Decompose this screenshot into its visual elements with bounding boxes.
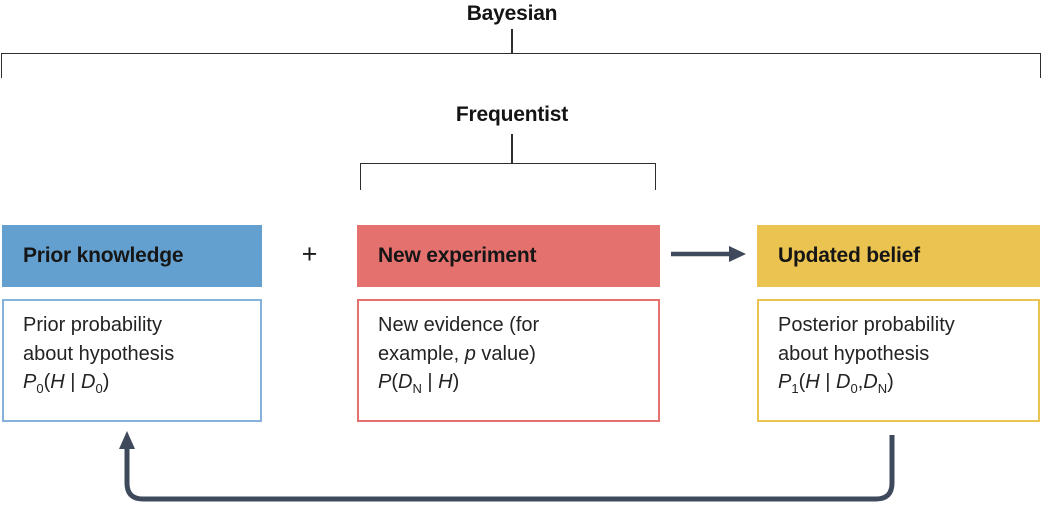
plus-sign: +: [301, 238, 318, 269]
posterior-probability-line1: Posterior probability: [778, 314, 955, 336]
frequentist-bracket: [360, 163, 656, 190]
prior-probability-line2: about hypothesis: [23, 342, 175, 365]
new-experiment-header-label: New experiment: [378, 244, 537, 267]
new-experiment-header-box: New experiment: [357, 225, 660, 287]
bayesian-bracket: [1, 53, 1041, 78]
posterior-probability-formula: P1(H | D0,DN): [778, 371, 894, 396]
updated-belief-header-label: Updated belief: [778, 244, 920, 267]
frequentist-label: Frequentist: [455, 103, 569, 126]
new-evidence-line1: New evidence (for: [378, 314, 540, 336]
updated-belief-header-box: Updated belief: [757, 225, 1040, 287]
posterior-probability-line2: about hypothesis: [778, 342, 930, 365]
new-evidence-box: New evidence (for example, p value) P(DN…: [357, 299, 660, 422]
prior-knowledge-header-label: Prior knowledge: [23, 244, 184, 267]
new-evidence-formula: P(DN | H): [378, 371, 460, 396]
flow-arrow-icon: [671, 246, 746, 262]
bayesian-stem-line: [511, 29, 513, 53]
new-evidence-line2: example, p value): [378, 342, 536, 365]
prior-knowledge-header-box: Prior knowledge: [2, 225, 262, 287]
feedback-arrow-icon: [119, 431, 895, 502]
prior-probability-box: Prior probability about hypothesis P0(H …: [2, 299, 262, 422]
frequentist-stem-line: [511, 134, 513, 163]
prior-probability-formula: P0(H | D0): [23, 371, 110, 396]
prior-probability-line1: Prior probability: [23, 314, 162, 336]
posterior-probability-box: Posterior probability about hypothesis P…: [757, 299, 1040, 422]
bayesian-label: Bayesian: [466, 2, 558, 25]
